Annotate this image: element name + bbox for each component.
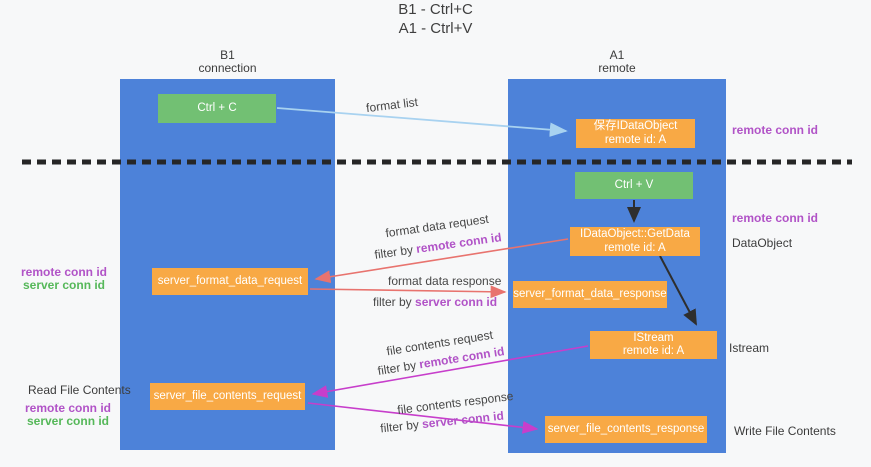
annotation-server-conn-id-bottom: server conn id xyxy=(26,414,110,428)
arrow-format-list xyxy=(276,107,568,137)
arrow-format-data-request xyxy=(314,238,569,284)
annotation-remote-conn-id-top: remote conn id xyxy=(732,123,819,137)
annotation-server-conn-id-left: server conn id xyxy=(22,278,106,292)
annotation-left-bottom: remote conn id server conn id xyxy=(22,402,114,428)
label-filter-server-1: filter by server conn id xyxy=(373,295,497,309)
node-idataobject-getdata: IDataObject::GetData remote id: A xyxy=(570,227,700,256)
node-save-idataobject-line1: 保存IDataObject xyxy=(593,120,678,132)
arrow-format-data-response xyxy=(309,285,507,299)
label-format-data-response: format data response xyxy=(388,274,502,288)
node-ctrl-c: Ctrl + C xyxy=(158,94,276,123)
arrow-getdata-to-istream xyxy=(659,255,697,326)
node-format-response-label: server_format_data_response xyxy=(513,287,667,300)
node-save-idataobject-line2: remote id: A xyxy=(604,133,667,146)
node-server-format-data-request: server_format_data_request xyxy=(152,268,308,295)
annotation-remote-conn-id-bottom: remote conn id xyxy=(24,401,111,415)
node-file-response-label: server_file_contents_response xyxy=(547,422,705,435)
annotation-write-file-contents: Write File Contents xyxy=(734,424,836,438)
node-file-request-label: server_file_contents_request xyxy=(153,389,302,402)
node-server-format-data-response: server_format_data_response xyxy=(513,281,667,308)
node-ctrl-c-label: Ctrl + C xyxy=(197,101,237,114)
lifeline-b1-role: connection xyxy=(198,61,257,75)
filter-by-prefix: filter by xyxy=(373,295,416,309)
lifeline-a1-role: remote xyxy=(598,61,636,75)
arrow-file-contents-request xyxy=(311,345,589,398)
node-save-idataobject: 保存IDataObject remote id: A xyxy=(576,119,695,148)
annotation-left-mid: remote conn id server conn id xyxy=(18,266,110,292)
diagram-title: B1 - Ctrl+C A1 - Ctrl+V xyxy=(0,0,871,38)
node-server-file-contents-response: server_file_contents_response xyxy=(545,416,707,443)
title-line-2: A1 - Ctrl+V xyxy=(398,20,473,37)
node-istream-line2: remote id: A xyxy=(622,345,685,357)
lifeline-header-a1: A1 remote xyxy=(508,49,726,75)
node-getdata-line2: remote id: A xyxy=(604,241,666,254)
title-line-1: B1 - Ctrl+C xyxy=(398,1,473,18)
lifeline-a1-name: A1 xyxy=(609,48,625,62)
annotation-dataobject: DataObject xyxy=(732,236,793,250)
annotation-remote-conn-id-left: remote conn id xyxy=(20,265,107,279)
lifeline-header-b1: B1 connection xyxy=(120,49,335,75)
annotation-remote-conn-id-mid: remote conn id xyxy=(732,211,819,225)
node-getdata-line1: IDataObject::GetData xyxy=(580,228,690,240)
annotation-read-file-contents: Read File Contents xyxy=(28,383,131,397)
node-ctrl-v: Ctrl + V xyxy=(575,172,693,199)
node-server-file-contents-request: server_file_contents_request xyxy=(150,383,305,410)
lifeline-b1-name: B1 xyxy=(220,48,235,62)
node-ctrl-v-label: Ctrl + V xyxy=(614,178,654,191)
annotation-istream: Istream xyxy=(729,341,770,355)
filter-id-server: server conn id xyxy=(415,295,498,309)
node-format-request-label: server_format_data_request xyxy=(157,274,303,287)
arrow-file-contents-response xyxy=(307,402,539,434)
node-istream-line1: IStream xyxy=(633,331,674,344)
node-istream: IStream remote id: A xyxy=(590,331,717,359)
